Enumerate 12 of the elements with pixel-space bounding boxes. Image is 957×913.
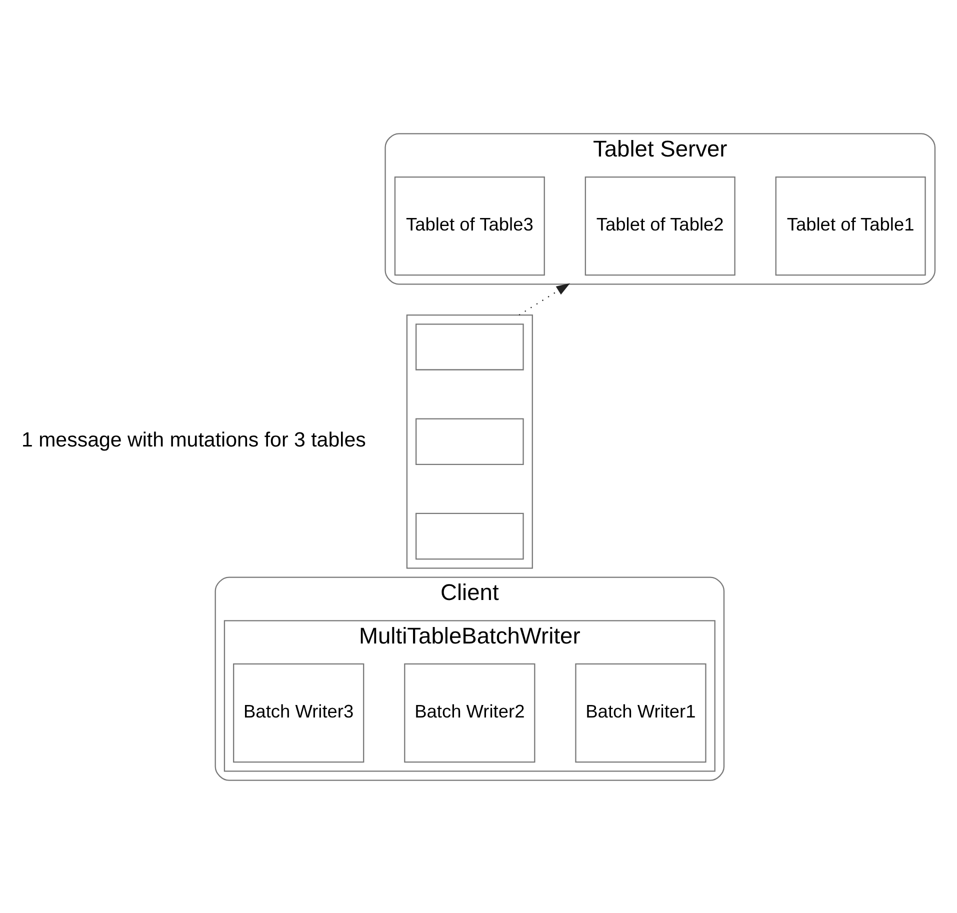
node-box: Tablet of Table2 xyxy=(584,176,736,276)
cluster xyxy=(406,314,533,568)
node-box: Tablet of Table3 xyxy=(394,176,545,276)
node-box: Batch Writer3 xyxy=(233,662,364,762)
node-box xyxy=(416,323,524,370)
node-box xyxy=(416,512,524,560)
node-box: Batch Writer2 xyxy=(404,662,536,762)
node-box: Batch Writer1 xyxy=(575,662,706,762)
node-box xyxy=(416,418,524,464)
arrow xyxy=(518,282,570,315)
node-box: Tablet of Table1 xyxy=(775,176,926,276)
label: 1 message with mutations for 3 tables xyxy=(21,428,366,452)
